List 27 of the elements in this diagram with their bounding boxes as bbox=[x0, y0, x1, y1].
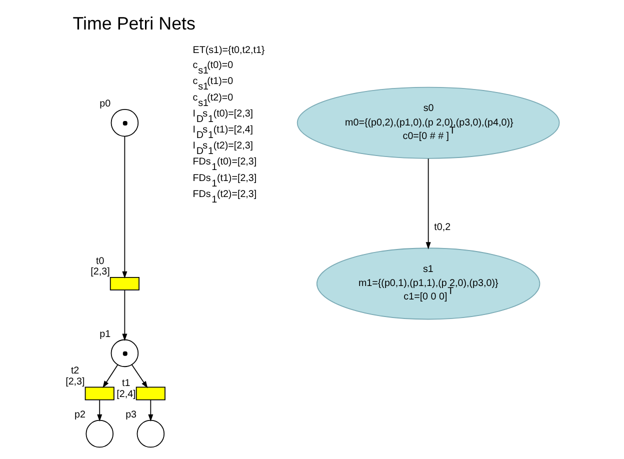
node-label: [2,3] bbox=[65, 376, 84, 388]
arrow bbox=[122, 136, 127, 279]
node-label: p2 bbox=[74, 409, 85, 420]
arrow bbox=[148, 400, 153, 422]
node-circle bbox=[136, 420, 164, 448]
node-bar bbox=[84, 386, 114, 400]
node-label: t2 bbox=[70, 366, 79, 377]
node-circle-dot bbox=[110, 108, 138, 137]
node-label: t1 bbox=[122, 378, 130, 390]
arrow bbox=[102, 364, 118, 388]
node-label: p0 bbox=[99, 98, 110, 110]
node-label: p3 bbox=[125, 409, 136, 420]
arrow bbox=[122, 290, 127, 341]
node-label: t0 bbox=[96, 256, 104, 267]
arrow bbox=[425, 158, 430, 250]
node-circle-dot bbox=[110, 339, 138, 368]
node-label: [2,4] bbox=[116, 388, 136, 400]
diagram-title: Time Petri Nets bbox=[72, 14, 195, 34]
node-bar bbox=[135, 386, 165, 400]
node-label: [2,3] bbox=[90, 266, 110, 278]
node-bar bbox=[109, 276, 139, 290]
label: ET(s1)={t0,t2,t1} bbox=[192, 44, 264, 56]
node-label: p1 bbox=[99, 328, 110, 340]
arrow bbox=[130, 364, 148, 388]
arrow bbox=[96, 400, 102, 422]
edge-label: t0,2 bbox=[434, 222, 450, 234]
node-circle bbox=[85, 420, 113, 448]
